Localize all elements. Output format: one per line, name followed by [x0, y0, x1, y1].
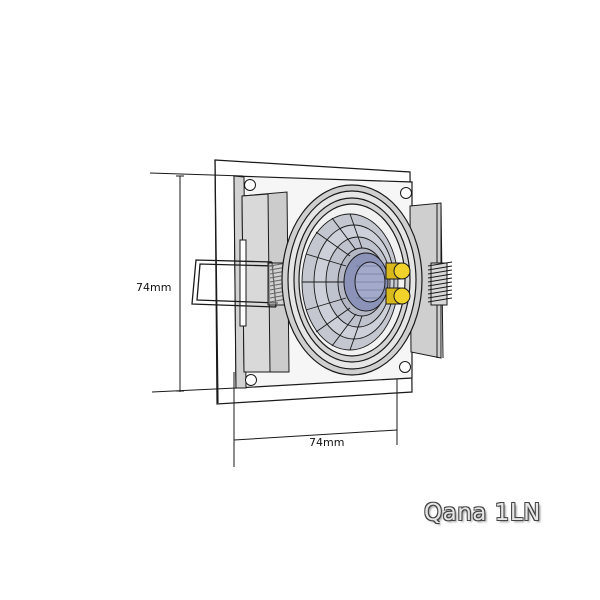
- terminal-top: [393, 262, 411, 280]
- terminal-connectors: [385, 262, 411, 305]
- screw-bottom-left: [245, 374, 257, 386]
- screw-bottom-right: [399, 361, 411, 373]
- width-dimension-label: 74mm: [309, 436, 344, 449]
- back-frame: [214, 159, 413, 405]
- terminal-bottom: [393, 287, 411, 305]
- height-dimension-label: 74mm: [136, 281, 171, 294]
- product-name: Qana 1LN: [424, 500, 541, 526]
- screw-top-left: [244, 179, 256, 191]
- spring-coil-right: [427, 261, 453, 306]
- led-core: [343, 252, 389, 312]
- left-bracket: [239, 191, 290, 373]
- screw-top-right: [400, 187, 412, 199]
